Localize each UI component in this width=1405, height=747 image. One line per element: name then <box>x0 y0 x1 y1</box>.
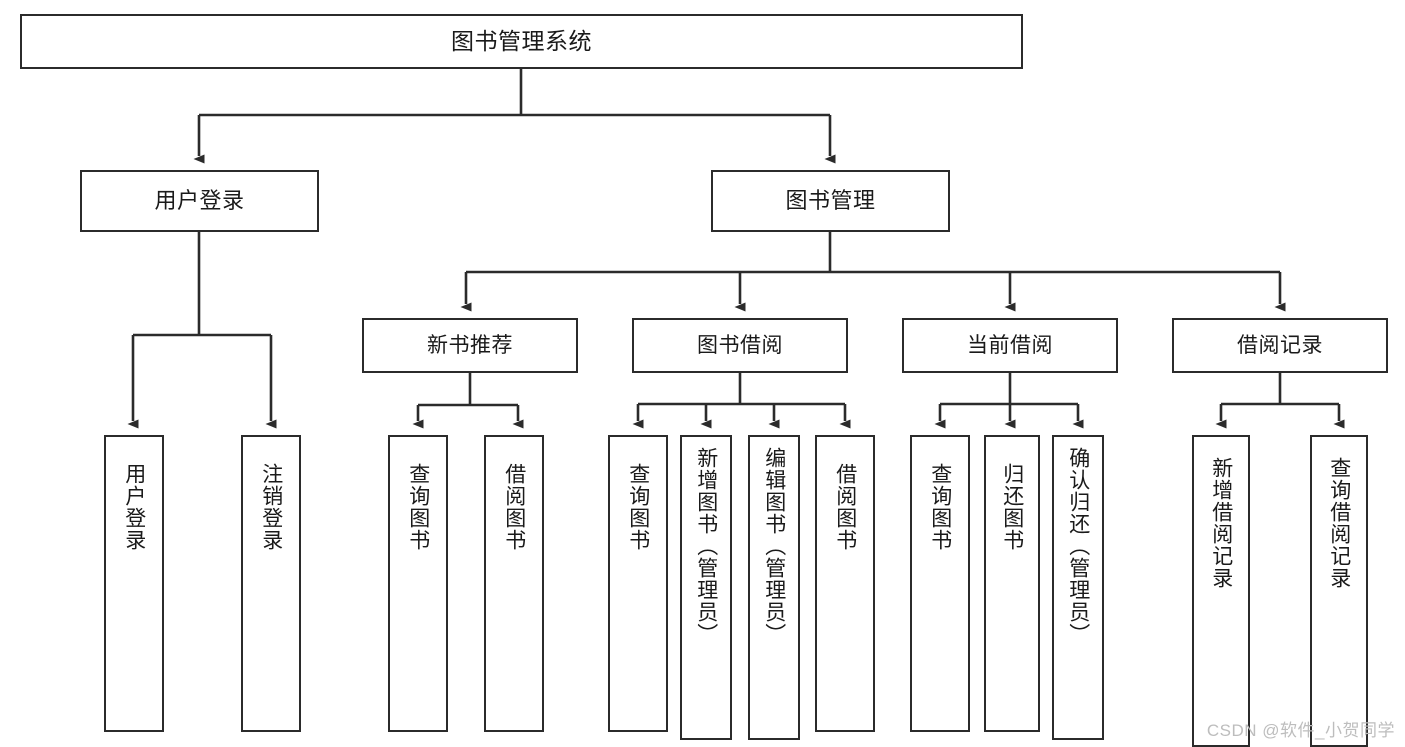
leaf-borrow-book-recommend-label: 借阅图书 <box>502 463 526 551</box>
leaf-add-book-admin[interactable]: 新增图书（管理员） <box>680 435 732 740</box>
leaf-user-logout-label: 注销登录 <box>259 463 283 551</box>
leaf-confirm-return-admin-label: 确认归还（管理员） <box>1066 447 1090 645</box>
leaf-user-logout[interactable]: 注销登录 <box>241 435 301 732</box>
leaf-query-book-recommend[interactable]: 查询图书 <box>388 435 448 732</box>
leaf-add-book-admin-label: 新增图书（管理员） <box>694 447 718 645</box>
leaf-user-login[interactable]: 用户登录 <box>104 435 164 732</box>
leaf-query-book-borrow-label: 查询图书 <box>626 463 650 551</box>
leaf-query-book-borrow[interactable]: 查询图书 <box>608 435 668 732</box>
leaf-add-borrow-record-label: 新增借阅记录 <box>1209 457 1233 589</box>
node-book-borrow-label: 图书借阅 <box>697 333 783 357</box>
node-book-borrow[interactable]: 图书借阅 <box>632 318 848 373</box>
leaf-borrow-book-recommend[interactable]: 借阅图书 <box>484 435 544 732</box>
leaf-borrow-book[interactable]: 借阅图书 <box>815 435 875 732</box>
node-current-borrow[interactable]: 当前借阅 <box>902 318 1118 373</box>
node-user-login-label: 用户登录 <box>154 187 245 213</box>
leaf-query-borrow-record[interactable]: 查询借阅记录 <box>1310 435 1368 747</box>
leaf-edit-book-admin[interactable]: 编辑图书（管理员） <box>748 435 800 740</box>
node-borrow-record-label: 借阅记录 <box>1237 333 1323 357</box>
node-book-manage[interactable]: 图书管理 <box>711 170 950 232</box>
leaf-query-book-current-label: 查询图书 <box>928 463 952 551</box>
leaf-return-book-label: 归还图书 <box>1000 463 1024 551</box>
node-borrow-record[interactable]: 借阅记录 <box>1172 318 1388 373</box>
leaf-query-book-current[interactable]: 查询图书 <box>910 435 970 732</box>
leaf-edit-book-admin-label: 编辑图书（管理员） <box>762 447 786 645</box>
leaf-user-login-label: 用户登录 <box>122 463 146 551</box>
node-book-manage-label: 图书管理 <box>785 187 876 213</box>
node-root-label: 图书管理系统 <box>451 27 592 54</box>
leaf-query-borrow-record-label: 查询借阅记录 <box>1327 457 1351 589</box>
node-root[interactable]: 图书管理系统 <box>20 14 1023 69</box>
leaf-borrow-book-label: 借阅图书 <box>833 463 857 551</box>
node-current-borrow-label: 当前借阅 <box>967 333 1053 357</box>
leaf-confirm-return-admin[interactable]: 确认归还（管理员） <box>1052 435 1104 740</box>
node-new-book-recommend-label: 新书推荐 <box>427 333 513 357</box>
watermark-text: CSDN @软件_小贺同学 <box>1206 721 1395 740</box>
leaf-return-book[interactable]: 归还图书 <box>984 435 1040 732</box>
leaf-query-book-recommend-label: 查询图书 <box>406 463 430 551</box>
node-new-book-recommend[interactable]: 新书推荐 <box>362 318 578 373</box>
node-user-login[interactable]: 用户登录 <box>80 170 319 232</box>
leaf-add-borrow-record[interactable]: 新增借阅记录 <box>1192 435 1250 747</box>
